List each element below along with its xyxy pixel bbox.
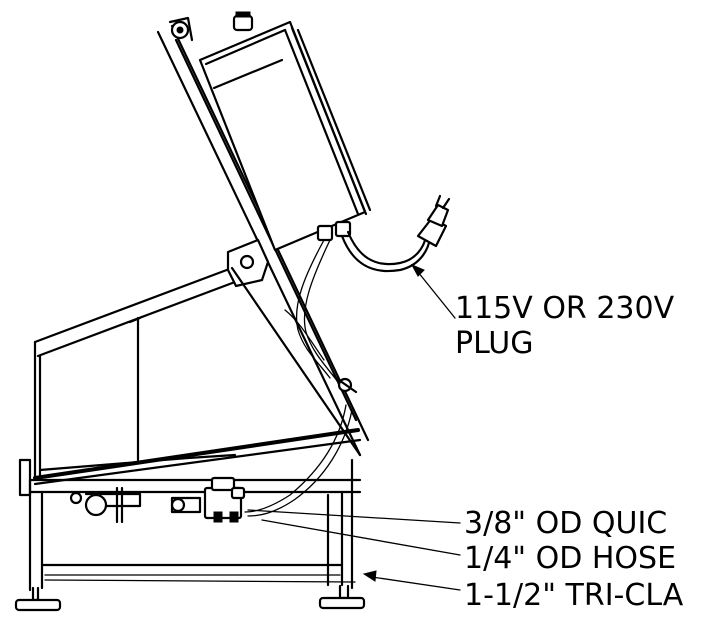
callout-tri-clamp: 1-1/2" TRI-CLA xyxy=(464,578,684,613)
base-frame xyxy=(14,458,366,612)
power-cord xyxy=(340,230,432,273)
right-foot xyxy=(318,584,366,610)
callout-plug-line1: 115V OR 230V xyxy=(455,291,675,326)
callout-hose: 1/4" OD HOSE xyxy=(464,541,676,576)
control-box xyxy=(198,11,372,252)
callout-quick-fitting: 3/8" OD QUIC xyxy=(464,506,667,541)
leader-lines xyxy=(247,263,461,591)
drain-valve xyxy=(69,486,142,524)
tank-body xyxy=(33,266,362,486)
quick-fitting-assembly xyxy=(170,476,246,523)
left-foot xyxy=(14,586,62,612)
callout-plug-line2: PLUG xyxy=(455,326,534,361)
power-plug xyxy=(416,194,451,248)
